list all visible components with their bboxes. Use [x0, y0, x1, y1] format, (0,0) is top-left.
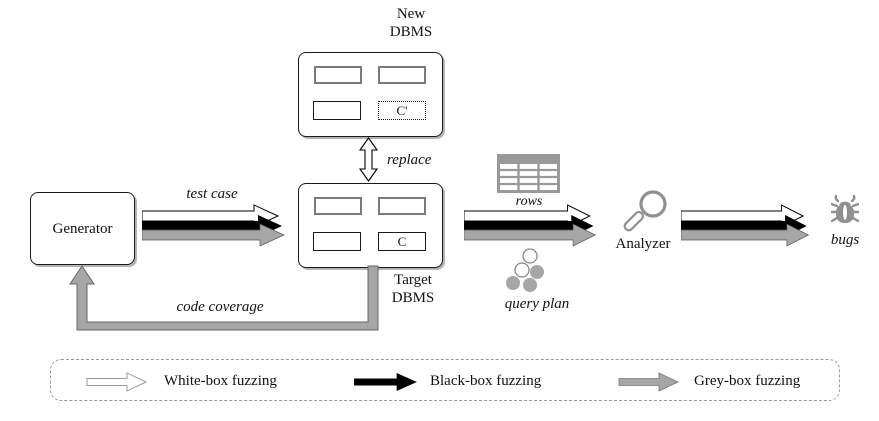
bugs-label: bugs	[830, 232, 860, 248]
new-dbms-component-cprime: C'	[378, 101, 426, 120]
test-case-label: test case	[186, 186, 238, 202]
generator-label: Generator	[52, 220, 113, 237]
replace-label: replace	[387, 152, 432, 168]
magnifier-icon	[623, 190, 667, 232]
new-dbms-label: New DBMS	[380, 5, 442, 41]
new-dbms-module	[314, 66, 362, 84]
new-dbms-module	[313, 101, 361, 120]
replace-arrow	[358, 137, 379, 182]
target-dbms-node: C	[298, 183, 443, 268]
dbms-to-analyzer-arrow	[464, 204, 597, 247]
bug-icon	[831, 195, 859, 223]
target-dbms-label: Target DBMS	[383, 271, 443, 307]
legend-item-blackbox: Black-box fuzzing	[430, 373, 542, 389]
analyzer-to-bugs-arrow	[681, 204, 810, 247]
grey-arrow-icon	[618, 372, 679, 392]
analyzer-label: Analyzer	[615, 236, 671, 252]
target-dbms-module	[378, 197, 426, 215]
code-coverage-arrow	[69, 265, 379, 331]
target-dbms-component-c: C	[378, 232, 426, 251]
target-dbms-label-line2: DBMS	[391, 290, 435, 306]
new-dbms-label-line2: DBMS	[389, 24, 433, 40]
legend-item-whitebox: White-box fuzzing	[164, 373, 277, 389]
new-dbms-module	[378, 66, 426, 84]
target-dbms-module	[313, 232, 361, 251]
black-arrow-icon	[354, 373, 417, 391]
query-plan-label: query plan	[504, 296, 570, 312]
rows-label: rows	[515, 194, 543, 209]
component-c-label: C	[397, 233, 407, 249]
legend-box: White-box fuzzing Black-box fuzzing Grey…	[50, 359, 840, 401]
table-icon	[497, 154, 560, 193]
component-cprime-label: C'	[396, 102, 408, 118]
white-arrow-icon	[86, 372, 148, 392]
new-dbms-label-line1: New	[396, 6, 426, 22]
target-dbms-module	[314, 197, 362, 215]
test-case-arrow	[142, 204, 285, 247]
tree-icon	[506, 248, 544, 292]
generator-node: Generator	[30, 192, 135, 265]
code-coverage-label: code coverage	[176, 299, 264, 315]
target-dbms-label-line1: Target	[394, 272, 432, 288]
legend-item-greybox: Grey-box fuzzing	[694, 373, 801, 389]
new-dbms-node: C'	[298, 52, 443, 137]
